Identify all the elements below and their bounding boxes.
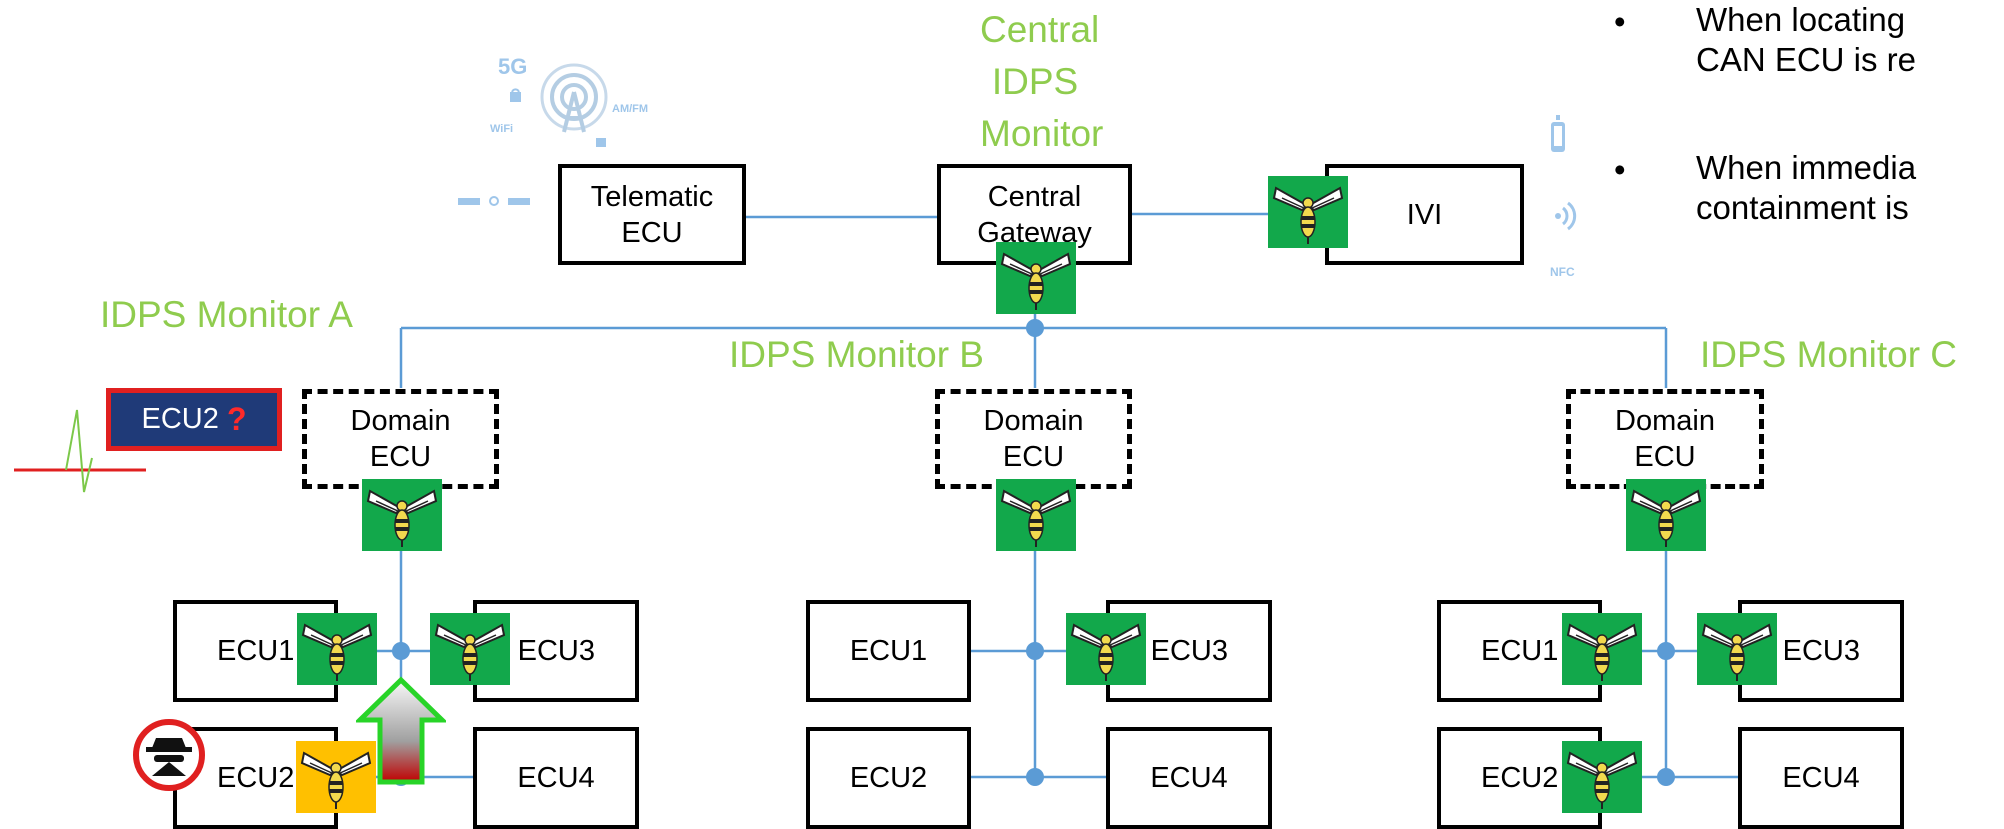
- question-mark-icon: ?: [226, 401, 247, 437]
- bullet-2-line2: containment is: [1696, 189, 1909, 226]
- ecu2-b: ECU2: [806, 727, 971, 829]
- wasp-sensor-icon: [1562, 741, 1642, 813]
- compromised-sensor-icon: [296, 741, 376, 813]
- bullet-2-line1: When immedia: [1696, 149, 1917, 186]
- wasp-sensor-icon: [996, 242, 1076, 314]
- ecu2-c-label: ECU2: [1481, 762, 1559, 794]
- ivi-box: IVI: [1325, 164, 1524, 265]
- junction-dot: [1657, 642, 1675, 660]
- domain-c-line1: Domain: [1615, 405, 1715, 437]
- idps-monitor-c-label: IDPS Monitor C: [1700, 334, 1958, 375]
- ecu1-b-label: ECU1: [849, 635, 928, 667]
- idps-monitor-a-label: IDPS Monitor A: [100, 294, 353, 335]
- ecu3-b-label: ECU3: [1150, 635, 1228, 667]
- svg-text:5G: 5G: [498, 54, 527, 79]
- bullet-1-line1: When locating: [1696, 1, 1906, 38]
- ecu3-a-label: ECU3: [517, 635, 595, 667]
- wireless-antenna-icon: 5G WiFi AM/FM: [488, 52, 670, 156]
- junction-dot: [1026, 319, 1044, 337]
- wasp-sensor-icon: [1697, 613, 1777, 685]
- idps-monitor-b-label: IDPS Monitor B: [729, 334, 984, 375]
- wasp-sensor-icon: [1268, 176, 1348, 248]
- ecu4-a-label: ECU4: [517, 762, 595, 794]
- alert-ecu-label: ECU2: [141, 403, 219, 435]
- svg-text:AM/FM: AM/FM: [612, 103, 648, 115]
- ecu2-b-label: ECU2: [849, 762, 928, 794]
- junction-dot: [1026, 642, 1044, 660]
- junction-dot: [392, 642, 410, 660]
- signal-glitch-icon: [14, 409, 146, 493]
- bullet-dot: •: [1614, 151, 1626, 188]
- wasp-sensor-icon: [1562, 613, 1642, 685]
- domain-a-line1: Domain: [350, 405, 451, 437]
- wasp-sensor-icon: [362, 479, 442, 551]
- phone-icon: [1548, 112, 1568, 160]
- svg-text:WiFi: WiFi: [490, 123, 513, 135]
- wasp-sensor-icon: [1066, 613, 1146, 685]
- ecu1-a-label: ECU1: [217, 635, 295, 667]
- ecu1-b: ECU1: [806, 600, 971, 702]
- ecu3-c-label: ECU3: [1782, 635, 1860, 667]
- upload-arrow-icon: [356, 676, 446, 785]
- telematic-line1: Telematic: [590, 180, 714, 213]
- domain-b-line2: ECU: [1002, 441, 1065, 473]
- central-monitor-line2: IDPS: [991, 61, 1079, 102]
- domain-c-line2: ECU: [1634, 441, 1696, 473]
- junction-dot: [1657, 768, 1675, 786]
- ecu4-c-label: ECU4: [1782, 762, 1860, 794]
- domain-b-line1: Domain: [983, 405, 1084, 437]
- gateway-line1: Central: [987, 180, 1082, 213]
- ivi-label: IVI: [1406, 198, 1443, 231]
- ecu1-c-label: ECU1: [1481, 635, 1559, 667]
- ecu4-a: ECU4: [473, 727, 639, 829]
- ecu4-b-label: ECU4: [1150, 762, 1228, 794]
- ecu4-b: ECU4: [1106, 727, 1272, 829]
- ecu2-a-label: ECU2: [217, 762, 295, 794]
- alert-badge: ECU2 ?: [106, 388, 282, 451]
- wasp-sensor-icon: [430, 613, 510, 685]
- wasp-sensor-icon: [1626, 479, 1706, 551]
- domain-a-line2: ECU: [369, 441, 432, 473]
- telematic-line2: ECU: [621, 216, 683, 249]
- ecu4-c: ECU4: [1738, 727, 1904, 829]
- v2x-cars-icon: [456, 190, 536, 210]
- bullet-dot: •: [1614, 3, 1626, 40]
- central-monitor-label: Central IDPS Monitor: [980, 4, 1104, 160]
- central-monitor-line3: Monitor: [980, 113, 1104, 154]
- junction-dot: [1026, 768, 1044, 786]
- central-monitor-line1: Central: [980, 9, 1100, 50]
- bullet-1-line2: CAN ECU is re: [1696, 41, 1917, 78]
- wasp-sensor-icon: [996, 479, 1076, 551]
- svg-text:NFC: NFC: [1550, 265, 1575, 279]
- nfc-icon: NFC: [1548, 198, 1588, 284]
- hacker-icon: [133, 719, 205, 791]
- wasp-sensor-icon: [297, 613, 377, 685]
